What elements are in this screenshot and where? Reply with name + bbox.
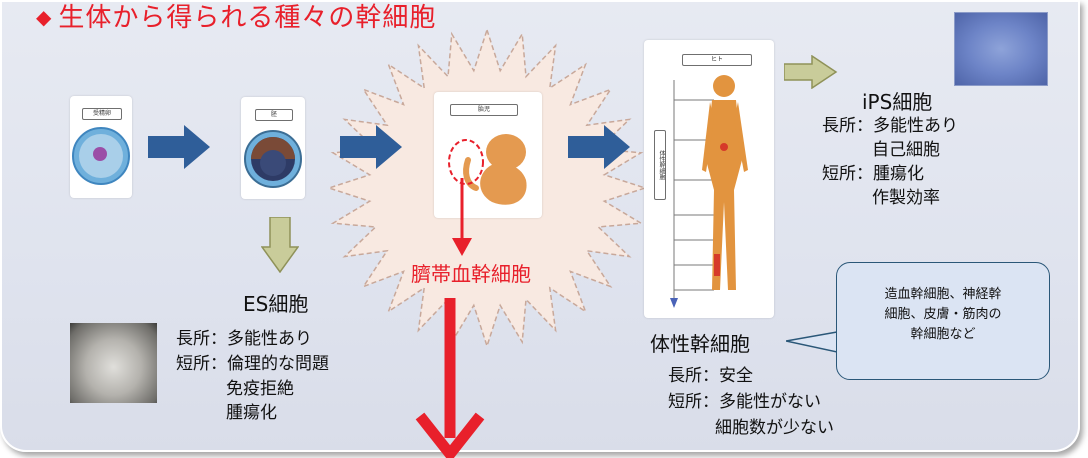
diamond-icon: ◆ [36,5,53,29]
blastocyst-tag: 胚 [255,109,293,121]
somatic-pros: 長所：安全 [668,366,753,386]
blastocyst-card: 胚 [241,97,305,199]
somatic-vertical-tag: 体性幹細胞 [654,130,666,200]
arrow-cord-big [415,298,485,458]
ips-cell-image [954,12,1048,86]
title-text: 生体から得られる種々の幹細胞 [58,3,437,33]
arrow-blastocyst-to-fetus [340,125,402,169]
ips-pros: 長所：多能性あり [822,116,958,136]
somatic-cons: 短所：多能性がない [668,392,821,412]
bubble-line-3: 幹細胞など [910,327,976,342]
ips-pros-2: 自己細胞 [872,140,940,160]
cord-blood-label: 臍帯血幹細胞 [411,262,531,286]
somatic-label: 体性幹細胞 [650,332,750,356]
arrow-down-to-es [261,217,299,273]
human-tag: ヒト [682,54,752,66]
arrow-right-to-ips [784,55,838,89]
fetus-card: 胎児 [434,92,542,218]
es-cons-3: 腫瘍化 [226,403,277,423]
arrow-cord-small [452,178,472,256]
bubble-line-2: 細胞、皮膚・筋肉の [884,307,1002,322]
ips-cons: 短所：腫瘍化 [822,164,924,184]
human-body-card: ヒト 体性幹細胞 [644,40,774,318]
es-cons-2: 免疫拒絶 [226,379,294,399]
somatic-examples-bubble: 造血幹細胞、神経幹 細胞、皮膚・筋肉の 幹細胞など [836,262,1050,380]
somatic-cons-2: 細胞数が少ない [715,418,834,438]
ips-cons-2: 作製効率 [872,188,940,208]
es-label: ES細胞 [243,292,309,316]
egg-tag: 受精卵 [82,108,122,120]
arrow-fetus-to-human [568,125,630,169]
fertilized-egg-icon [72,127,130,185]
fetus-icon [448,134,527,205]
bubble-line-1: 造血幹細胞、神経幹 [884,287,1002,302]
fetus-tag: 胎児 [450,104,518,116]
human-body-icon [670,75,748,308]
blastocyst-icon [244,130,302,188]
es-pros: 長所：多能性あり [176,329,312,349]
es-cell-image [70,323,157,403]
es-cons: 短所：倫理的な問題 [176,354,329,374]
arrow-egg-to-blastocyst [148,125,210,169]
page-title: ◆生体から得られる種々の幹細胞 [36,0,436,36]
ips-label: iPS細胞 [862,90,933,114]
fertilized-egg-card: 受精卵 [70,96,132,198]
